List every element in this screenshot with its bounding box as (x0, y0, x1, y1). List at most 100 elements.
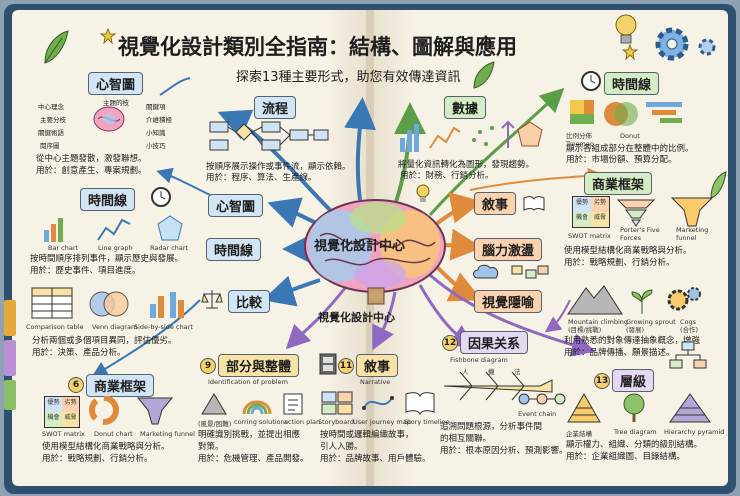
arrow-story-bottom (372, 291, 397, 351)
business-left-heading: 商業框架 (86, 374, 155, 397)
timeline-left-desc: 按時間順序排列事件，顯示歷史與發展。 (30, 254, 184, 264)
metaphor-desc: 利用熟悉的對象傳達抽象概念，增強 (564, 336, 701, 346)
compare-chart2: Venn diagram (92, 323, 138, 331)
hierarchy-icons (567, 392, 711, 423)
flowchart-icon (209, 121, 329, 151)
arrow-hierarchy (429, 273, 596, 357)
mind-node: 中心理念 (38, 103, 64, 111)
hierarchy-usage: 用於：企業組織圖、目錄結構。 (566, 452, 686, 462)
flow-usage: 用於：程序、算法、生產線。 (206, 173, 317, 183)
business-left-desc: 使用模型結構化商業戰略與分析。 (42, 442, 170, 452)
fishbone-bone: 人 (462, 368, 469, 376)
arrow-up (344, 97, 377, 201)
business-left-chart3: Marketing funnel (140, 430, 195, 438)
cause-number: 12 (442, 335, 458, 351)
dots-icon (511, 265, 549, 279)
page-subtitle: 探索13種主要形式，助您有效傳達資訊 (236, 70, 461, 85)
arrow-to-left-timeline (156, 167, 211, 196)
cause-caption1: Fishbone diagram (450, 356, 508, 364)
metaphor-chart2: Growing sprout (發展) (626, 318, 676, 334)
flow-heading: 流程 (254, 96, 297, 119)
swot-cell: 機會 (573, 212, 591, 227)
business-left-usage: 用於：戰略規劃、行銷分析。 (42, 454, 153, 464)
mind-node: 關鍵術語 (38, 129, 64, 137)
mind-node: 小知識 (146, 129, 166, 137)
parts-desc: 明確識別挑戰，並提出相應 (198, 430, 301, 440)
arrow-parts (285, 287, 347, 350)
hierarchy-chart1: 企業結構 (566, 430, 592, 438)
cause-heading: 因果关系 (460, 331, 529, 354)
swot-matrix-left: 優勢 劣勢 機會 威脅 (44, 396, 80, 428)
bookmark-tab-purple (4, 340, 16, 376)
parts-desc2: 對策。 (198, 442, 224, 452)
arrow-story (433, 192, 483, 227)
mindmap-usage: 用於：創意產生、專案規劃。 (36, 166, 147, 176)
fishbone-bone: 法 (514, 368, 521, 376)
timeline-top-desc: 顯示各組成部分在整體中的比例。 (566, 144, 694, 154)
timeline-left-chart3: Radar chart (150, 244, 189, 252)
parts-chart2: corring solutions (234, 418, 289, 426)
parts-caption: Identification of problem (208, 378, 288, 386)
brain-icon (304, 199, 446, 305)
parts-chart3: action plan (284, 418, 321, 426)
data-usage: 用於：財務、行銷分析。 (400, 171, 494, 181)
cause-usage: 用於：根本原因分析、預測影響。 (440, 446, 568, 456)
leaf-icon (44, 30, 69, 64)
data-heading: 數據 (444, 96, 487, 119)
story-desc2: 引人入勝。 (320, 442, 363, 452)
timeline-left-chart2: Line graph (98, 244, 133, 252)
story-number: 11 (338, 358, 354, 374)
timeline-top-usage: 用於：市場份額、預算分配。 (566, 155, 677, 165)
gear-icon (655, 27, 689, 61)
business-right-chart2: Porter's Five Forces (620, 226, 660, 242)
data-charts-icon (400, 120, 543, 152)
hierarchy-chart3: Hierarchy pyramid (664, 428, 725, 436)
film-icon (319, 353, 337, 375)
metaphor-chart1: Mountain climbing (目標/挑戰) (568, 318, 629, 334)
timeline-left-chart1: Bar chart (48, 244, 79, 252)
metaphor-chart3: Cogs (合作) (680, 318, 699, 334)
arrow-compare (262, 275, 321, 307)
radial-mind-label: 心智圖 (208, 194, 264, 217)
bookmark-tab-orange (4, 300, 16, 336)
mind-node: 介維積極 (146, 116, 172, 124)
story-chart2: User journey map (353, 418, 411, 426)
timeline-top-chart2: Donut (620, 132, 640, 140)
business-right-usage: 用於：戰略規劃、行銷分析。 (564, 258, 675, 268)
story-desc: 按時間或邏輯編織故事， (320, 430, 414, 440)
radial-compare-label: 比較 (228, 290, 271, 313)
business-left-charts (89, 396, 174, 425)
business-left-number: 6 (68, 377, 84, 393)
org-chart-icon (669, 341, 707, 369)
timeline-top-chart1: 比例分佈 Treemap (566, 132, 594, 148)
parts-heading: 部分與整體 (218, 354, 300, 377)
story-usage: 用於：品牌故事、用戶體驗。 (320, 454, 431, 464)
arrow-metaphor-down (544, 299, 571, 333)
parts-icons (201, 393, 303, 415)
arrow-mind-top (159, 77, 191, 96)
timeline-left-heading: 時間線 (80, 188, 136, 211)
parts-number: 9 (200, 358, 216, 374)
mind-node: 主要分枝 (40, 116, 66, 124)
mind-node: 小技巧 (146, 142, 166, 150)
fishbone-diagram (443, 371, 553, 401)
hierarchy-number: 13 (594, 373, 610, 389)
compare-desc: 分析兩個或多個項目異同，評估優劣。 (32, 336, 177, 346)
swot-cell: 威脅 (62, 412, 79, 427)
gear-small-icon (698, 38, 716, 56)
compare-chart1: Comparison table (26, 323, 84, 331)
center-below-label: 視覺化設計中心 (318, 311, 395, 324)
parts-usage: 用於：危機管理、產品開發。 (198, 454, 309, 464)
scales-icon (201, 290, 223, 309)
timeline-top-heading: 時間線 (604, 72, 660, 95)
flow-desc: 按順序展示操作或事件流，顯示依賴。 (206, 162, 351, 172)
page-title: 視覺化設計類別全指南：結構、圖解與應用 (118, 34, 517, 59)
metaphor-icons (567, 285, 701, 315)
timeline-left-charts (44, 215, 183, 242)
radial-brainstorm-label: 腦力激盪 (474, 238, 543, 261)
arrow-to-business-left (91, 299, 201, 378)
cause-desc2: 的相互關聯。 (440, 434, 492, 444)
swot-cell: 劣勢 (62, 397, 79, 412)
